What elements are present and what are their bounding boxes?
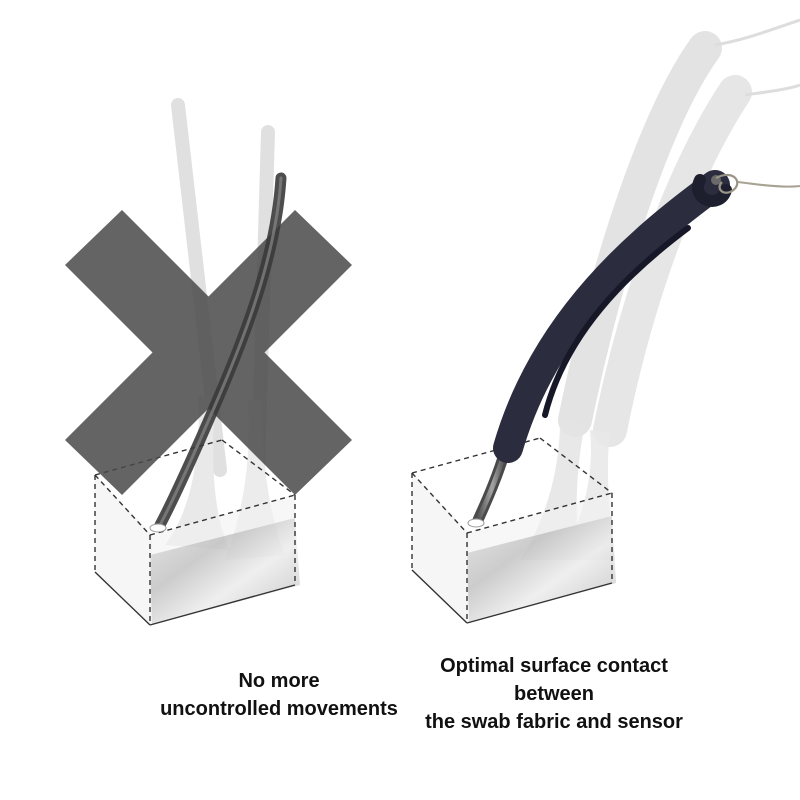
right-illustration xyxy=(411,18,800,624)
caption-right-line-3: the swab fabric and sensor xyxy=(425,711,683,733)
swab-holder-right xyxy=(493,170,732,463)
sensor-box-right xyxy=(411,437,616,624)
caption-right-line-2: between xyxy=(513,683,595,705)
ghost-holder-traces-right xyxy=(520,18,800,560)
lanyard-string xyxy=(715,173,800,194)
caption-right-line-1: Optimal surface contact xyxy=(440,655,668,677)
caption-left: No more uncontrolled movements xyxy=(89,667,469,723)
sensor-box-left xyxy=(94,439,300,626)
caption-left-line-2: uncontrolled movements xyxy=(160,698,398,720)
swab-rod-left xyxy=(149,172,287,533)
caption-left-line-1: No more xyxy=(238,670,320,692)
x-mark-icon xyxy=(65,210,352,495)
caption-right: Optimal surface contact between the swab… xyxy=(364,652,744,736)
left-illustration xyxy=(65,98,352,626)
